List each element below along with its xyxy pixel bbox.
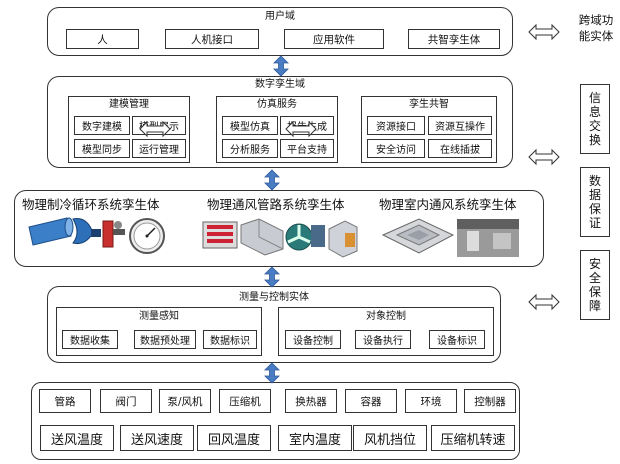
object-valve: 阀门 (100, 389, 152, 413)
item-model-sync: 模型同步 (74, 139, 130, 158)
user-item-human: 人 (66, 29, 139, 49)
user-domain: 用户域 人 人机接口 应用软件 共智孪生体 (47, 7, 513, 56)
gauge-icon (129, 218, 165, 254)
room-photo-icon (457, 219, 519, 257)
object-supply-air-speed: 送风速度 (120, 425, 194, 451)
item-device-identification: 设备标识 (429, 330, 485, 349)
physical-objects-domain: 管路 阀门 泵/风机 压缩机 换热器 容器 环境 控制器 送风温度 送风速度 回… (31, 382, 520, 460)
item-model-simulation: 模型仿真 (222, 116, 278, 135)
item-data-identification: 数据标识 (203, 330, 257, 349)
damper-icon (202, 221, 238, 249)
group-title: 测量感知 (139, 311, 179, 322)
item-resource-interface: 资源接口 (367, 116, 425, 135)
duct-icon (240, 218, 284, 256)
physical-twin-band: 物理制冷循环系统孪生体 物理通风管路系统孪生体 物理室内通风系统孪生体 (14, 190, 544, 267)
user-item-hmi: 人机接口 (165, 29, 259, 49)
object-compressor-speed: 压缩机转速 (431, 425, 515, 451)
arrow-modeling-simulation (139, 121, 171, 137)
object-indoor-temp: 室内温度 (278, 425, 352, 451)
fan-icon (285, 223, 325, 251)
arrow-simulation-cointelligence (285, 121, 317, 137)
arrow-digital-physical (264, 169, 280, 191)
item-secure-access: 安全访问 (367, 139, 425, 158)
elbow-duct-icon (328, 220, 358, 258)
object-environment: 环境 (405, 389, 457, 413)
object-pipe: 管路 (39, 389, 91, 413)
volute-icon (72, 218, 101, 244)
cross-item-data-assurance: 数据保证 (580, 167, 610, 237)
user-item-shared-twin: 共智孪生体 (408, 29, 500, 49)
object-heat-exchanger: 换热器 (285, 389, 337, 413)
diffuser-icon (381, 218, 455, 254)
group-title: 对象控制 (366, 311, 406, 322)
item-resource-interop: 资源互操作 (428, 116, 492, 135)
twin-title-duct: 物理通风管路系统孪生体 (207, 197, 345, 212)
object-return-air-temp: 回风温度 (197, 425, 271, 451)
cross-item-info-exchange: 信息交换 (580, 84, 610, 154)
group-object-control: 对象控制 设备控制 设备执行 设备标识 (278, 307, 494, 356)
object-supply-air-temp: 送风温度 (40, 425, 114, 451)
item-digital-modeling: 数字建模 (74, 116, 130, 135)
arrow-cross-user (528, 24, 560, 40)
object-pump-fan: 泵/风机 (159, 389, 211, 413)
group-twin-co-intelligence: 孪生共智 资源接口 资源互操作 安全访问 在线插拔 (361, 96, 497, 163)
group-title: 仿真服务 (257, 99, 297, 110)
user-item-app-software: 应用软件 (284, 29, 384, 49)
twin-title-indoor: 物理室内通风系统孪生体 (379, 197, 517, 212)
object-fan-gear: 风机挡位 (353, 425, 427, 451)
item-data-preprocess: 数据预处理 (134, 330, 196, 349)
item-online-plugging: 在线插拔 (428, 139, 492, 158)
item-analysis-service: 分析服务 (222, 139, 278, 158)
twin-title-refrigeration: 物理制冷循环系统孪生体 (22, 197, 160, 212)
group-simulation-service: 仿真服务 模型仿真 报告生成 分析服务 平台支持 (216, 96, 338, 163)
cross-item-security: 安全保障 (580, 250, 610, 320)
object-controller: 控制器 (464, 389, 516, 413)
item-device-control: 设备控制 (285, 330, 341, 349)
item-device-execution: 设备执行 (355, 330, 411, 349)
arrow-cross-digital (528, 149, 560, 165)
valve-icon (102, 220, 125, 248)
measure-control-title: 测量与控制实体 (239, 292, 309, 303)
group-measurement-sensing: 测量感知 数据收集 数据预处理 数据标识 (56, 307, 262, 356)
arrow-cross-measure (528, 294, 560, 310)
cross-domain-title: 跨域功能实体 (578, 13, 614, 43)
object-compressor: 压缩机 (219, 389, 271, 413)
object-container: 容器 (345, 389, 397, 413)
item-platform-support: 平台支持 (280, 139, 334, 158)
group-title: 孪生共智 (409, 99, 449, 110)
pipe-icon (28, 217, 74, 246)
equipment-illustrations (28, 217, 519, 258)
arrow-user-digital (273, 55, 289, 77)
digital-twin-domain: 数字孪生域 建模管理 数字建模 模型展示 模型同步 运行管理 仿真服务 模型仿真… (47, 76, 513, 168)
arrow-measure-objects (264, 362, 280, 384)
item-run-management: 运行管理 (132, 139, 186, 158)
user-domain-title: 用户域 (265, 11, 295, 22)
arrow-physical-measure (264, 266, 280, 288)
item-data-collection: 数据收集 (62, 330, 118, 349)
digital-twin-domain-title: 数字孪生域 (255, 79, 305, 90)
group-title: 建模管理 (109, 99, 149, 110)
measure-control-domain: 测量与控制实体 测量感知 数据收集 数据预处理 数据标识 对象控制 设备控制 设… (47, 286, 501, 363)
